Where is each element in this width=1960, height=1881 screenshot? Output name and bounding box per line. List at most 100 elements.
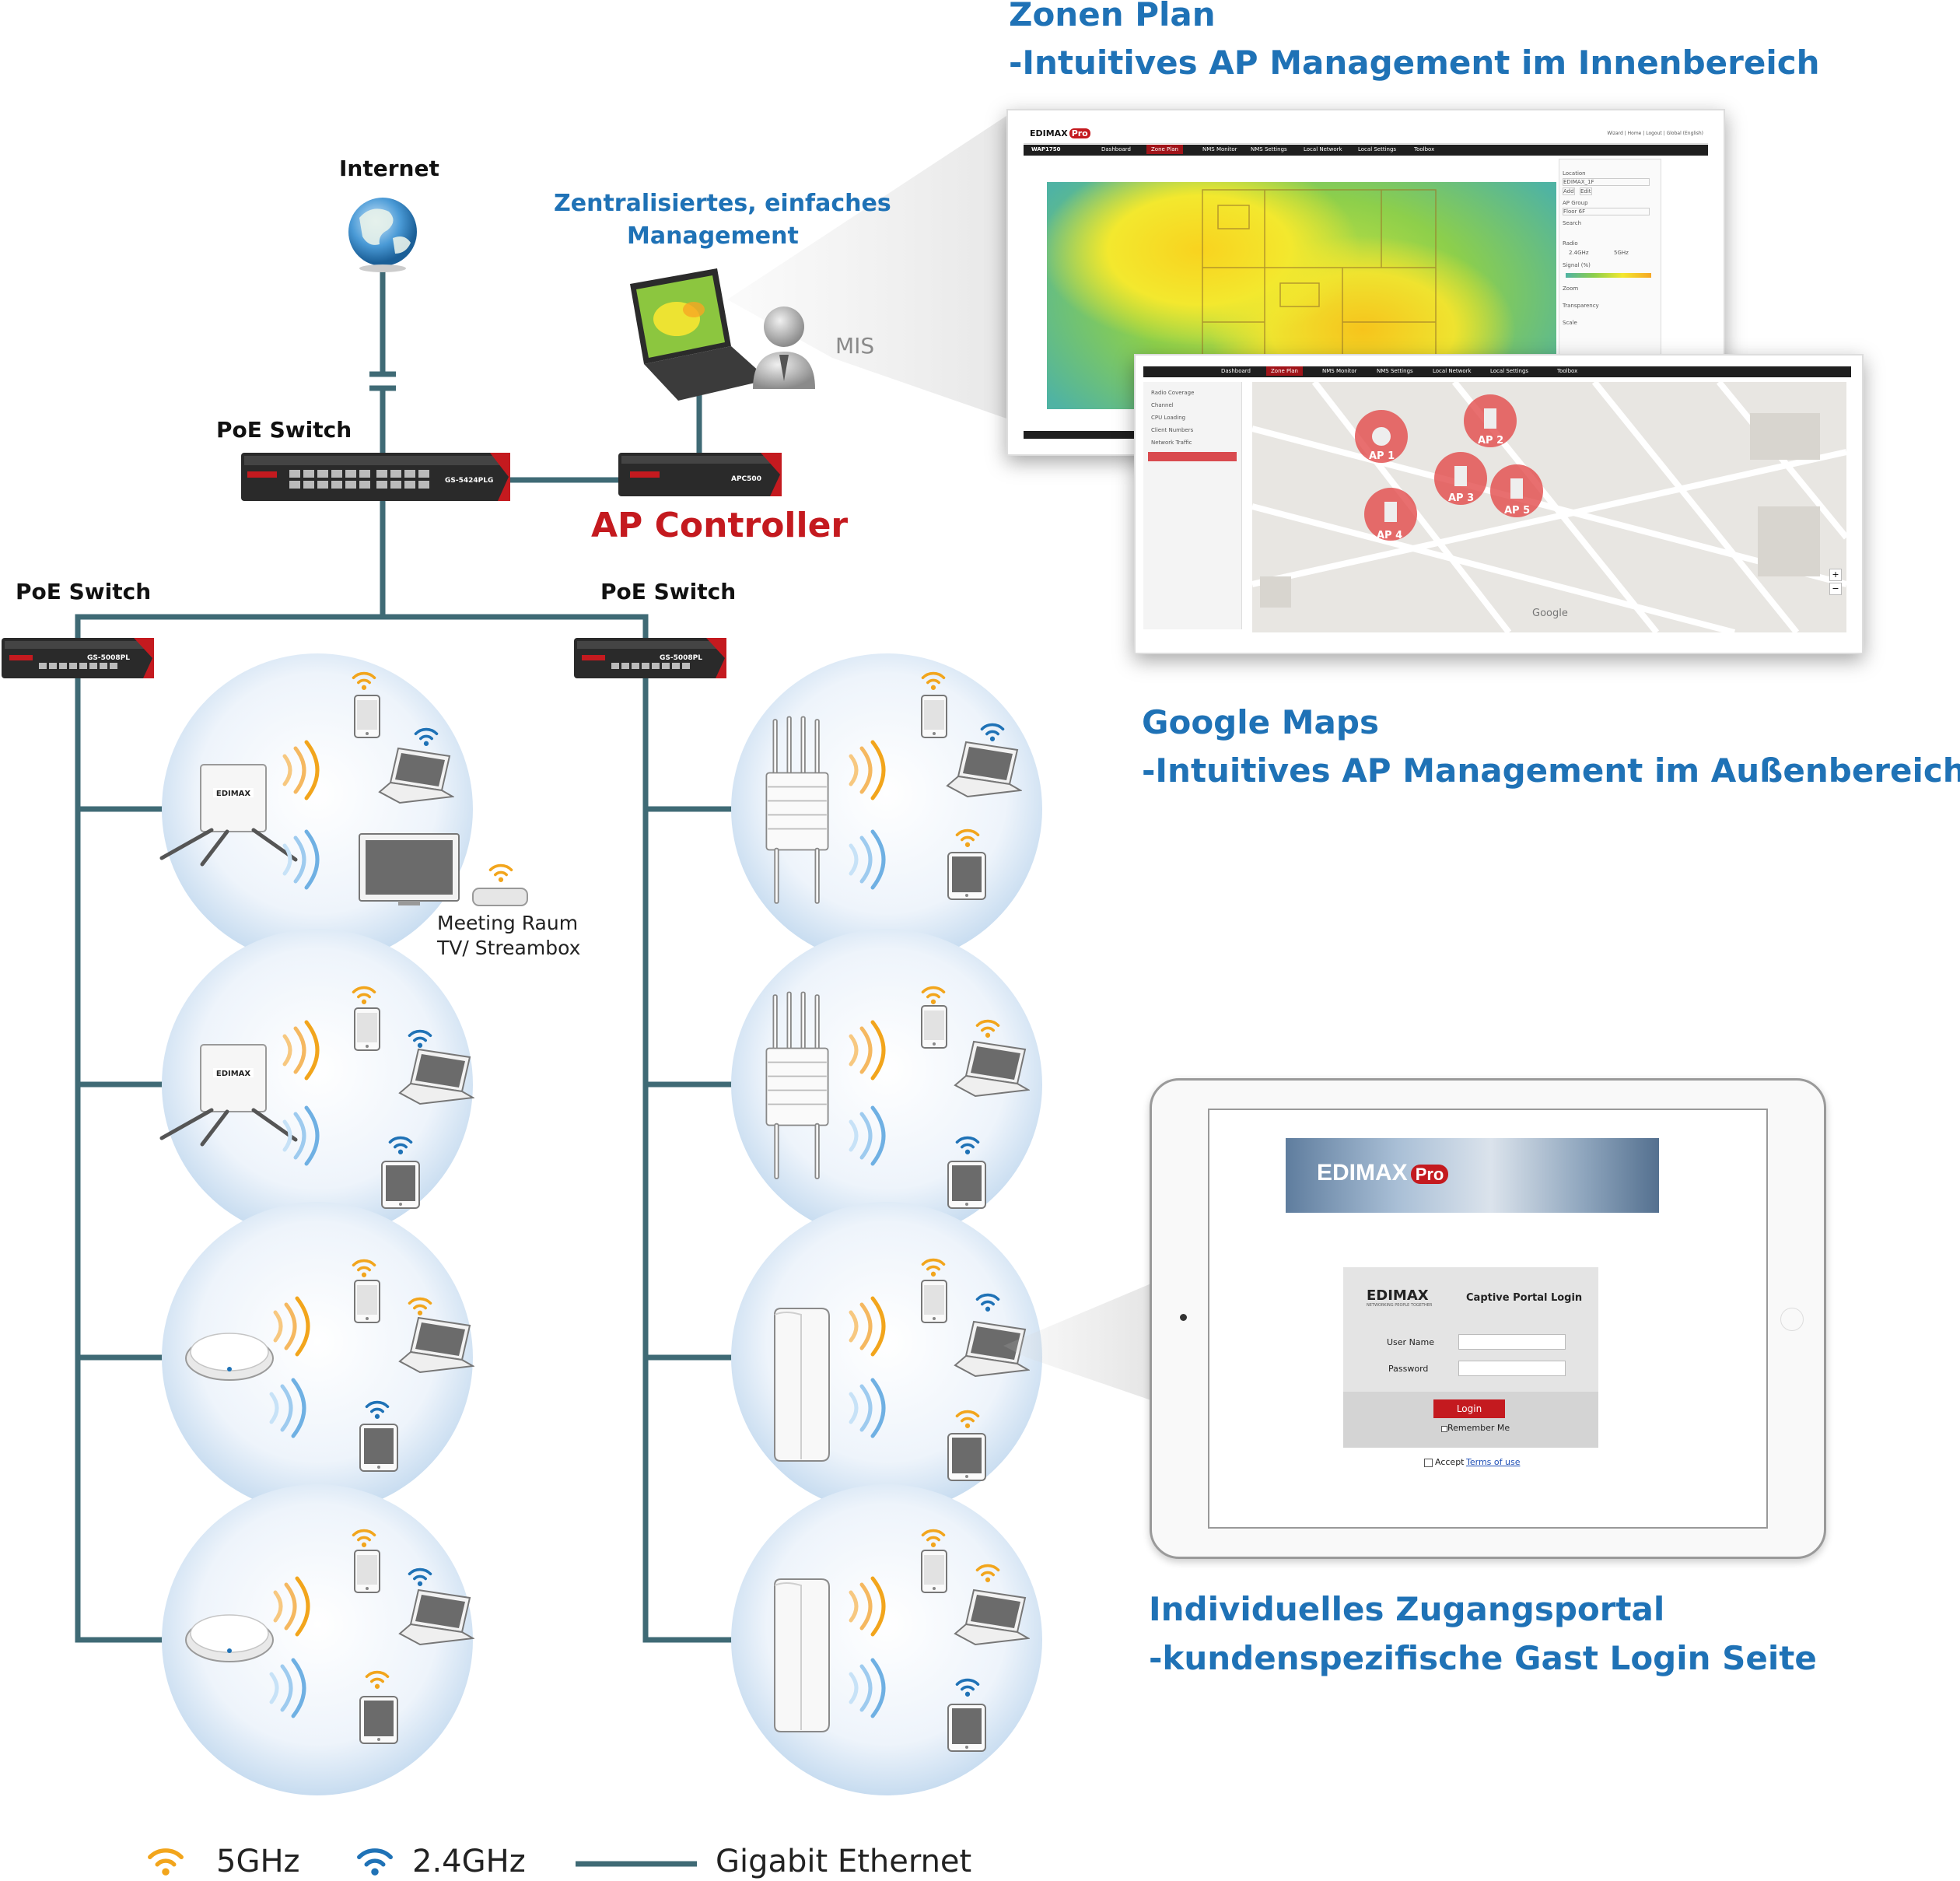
map-sidebar: Radio Coverage Channel CPU Loading Clien…: [1143, 382, 1242, 629]
tablet-camera-icon: [1180, 1314, 1187, 1321]
ap-markers: [1355, 394, 1543, 541]
map-side-traffic[interactable]: Network Traffic: [1151, 440, 1192, 446]
zone-signal-bar: [1566, 273, 1651, 278]
zone-menu-toolbox[interactable]: Toolbox: [1414, 146, 1435, 152]
ap-controller-label: AP Controller: [591, 506, 849, 545]
legend-24ghz-icon: [359, 1851, 391, 1876]
portal-beam: [1003, 1284, 1151, 1400]
zone-panel-transparency: Transparency: [1563, 303, 1599, 309]
switch-model-right: GS-5008PL: [660, 654, 702, 662]
zone-panel-floor[interactable]: Floor 6F: [1563, 208, 1650, 215]
zone-panel-ap-group: AP Group: [1563, 200, 1588, 206]
portal-subtitle: -kundenspezifische Gast Login Seite: [1149, 1639, 1817, 1677]
map-menu-local-network[interactable]: Local Network: [1433, 368, 1472, 374]
google-maps-screenshot: Dashboard Zone Plan NMS Monitor NMS Sett…: [1134, 354, 1864, 654]
google-maps-title: Google Maps: [1142, 703, 1379, 741]
poe-switch-right-label: PoE Switch: [600, 579, 737, 604]
map-side-clients[interactable]: Client Numbers: [1151, 427, 1194, 433]
legend-5ghz-label: 5GHz: [216, 1844, 300, 1879]
zone-menu-dashboard[interactable]: Dashboard: [1101, 146, 1131, 152]
zone-panel-signal: Signal (%): [1563, 262, 1591, 268]
switch-model-top: GS-5424PLG: [445, 477, 493, 485]
zone-panel-location: Location: [1563, 170, 1586, 177]
map-side-active[interactable]: [1148, 452, 1237, 461]
zone-panel-location-value[interactable]: EDIMAX_1F: [1563, 178, 1650, 186]
zone-menubar: WAP1750 Dashboard Zone Plan NMS Monitor …: [1024, 145, 1708, 156]
portal-remember-checkbox[interactable]: [1441, 1426, 1447, 1432]
map-menu-local-settings[interactable]: Local Settings: [1490, 368, 1529, 374]
poe-switch-left-label: PoE Switch: [16, 579, 152, 604]
map-menu-nms-monitor[interactable]: NMS Monitor: [1322, 368, 1357, 374]
mis-label: MIS: [835, 333, 875, 359]
zone-panel-24ghz[interactable]: 2.4GHz: [1569, 250, 1589, 256]
zone-panel-5ghz[interactable]: 5GHz: [1614, 250, 1629, 256]
poe-switch-top-icon: GS-5424PLG: [241, 453, 510, 501]
portal-terms-link[interactable]: Terms of use: [1466, 1457, 1521, 1467]
internet-label: Internet: [339, 156, 439, 181]
zonen-plan-subtitle: -Intuitives AP Management im Innenbereic…: [1009, 44, 1820, 82]
map-side-channel[interactable]: Channel: [1151, 402, 1174, 408]
legend-5ghz-icon: [150, 1851, 182, 1876]
zone-menu-local-settings[interactable]: Local Settings: [1358, 146, 1397, 152]
google-maps-subtitle: -Intuitives AP Management im Außenbereic…: [1142, 751, 1960, 790]
mis-user-icon: [753, 306, 815, 389]
portal-login-box: EDIMAX NETWORKING PEOPLE TOGETHER Captiv…: [1343, 1267, 1598, 1448]
map-menu-toolbox[interactable]: Toolbox: [1557, 368, 1578, 374]
poe-switch-top-label: PoE Switch: [216, 417, 352, 443]
ap-ceiling-1: [185, 1333, 274, 1381]
portal-accept-label: Accept: [1435, 1457, 1465, 1467]
poe-switch-right-icon: GS-5008PL: [574, 638, 726, 678]
zone-menu-nms-monitor[interactable]: NMS Monitor: [1202, 146, 1237, 152]
map-area[interactable]: AP 1 AP 2 AP 3 AP 4 AP 5 Google + −: [1251, 380, 1850, 636]
legend-24ghz-label: 2.4GHz: [412, 1844, 526, 1879]
map-side-cpu[interactable]: CPU Loading: [1151, 415, 1186, 421]
tablet-home-button[interactable]: [1780, 1308, 1804, 1331]
portal-username-input[interactable]: [1458, 1334, 1566, 1350]
zone-menu-nms-settings[interactable]: NMS Settings: [1251, 146, 1287, 152]
map-side-radio[interactable]: Radio Coverage: [1151, 390, 1195, 396]
central-mgmt-line2: Management: [627, 222, 799, 250]
tv-icon: [359, 833, 460, 905]
zone-top-right: Wizard | Home | Logout | Global (English…: [1607, 131, 1703, 136]
portal-title: Individuelles Zugangsportal: [1149, 1590, 1665, 1628]
streambox-icon: [472, 888, 528, 906]
legend: [150, 1851, 697, 1876]
portal-small-logo-tag: NETWORKING PEOPLE TOGETHER: [1367, 1303, 1433, 1308]
portal-user-label: User Name: [1387, 1337, 1435, 1347]
legend-ethernet-label: Gigabit Ethernet: [716, 1844, 972, 1879]
streambox-label: TV/ Streambox: [437, 937, 581, 959]
poe-switch-left-icon: GS-5008PL: [2, 638, 154, 678]
map-menu-dashboard[interactable]: Dashboard: [1221, 368, 1251, 374]
coverage-bubbles: [162, 653, 1042, 1795]
ap-label-4: AP 4: [1377, 530, 1403, 541]
portal-remember-label: Remember Me: [1447, 1423, 1510, 1433]
zonen-plan-title: Zonen Plan: [1009, 0, 1216, 33]
zone-menu-local-network[interactable]: Local Network: [1304, 146, 1342, 152]
portal-login-button[interactable]: Login: [1433, 1399, 1505, 1418]
ap-label-5: AP 5: [1504, 505, 1531, 517]
portal-heading: Captive Portal Login: [1466, 1292, 1583, 1304]
map-menubar: Dashboard Zone Plan NMS Monitor NMS Sett…: [1143, 366, 1851, 377]
street-grid: [1251, 380, 1850, 636]
zone-panel-add[interactable]: Add: [1563, 187, 1575, 195]
mis-beam: [727, 113, 1011, 420]
ap-panel-2: [774, 1578, 830, 1732]
zone-model: WAP1750: [1031, 146, 1061, 152]
map-menu-nms-settings[interactable]: NMS Settings: [1377, 368, 1413, 374]
portal-accept-checkbox[interactable]: [1424, 1459, 1433, 1467]
zone-panel-zoom: Zoom: [1563, 285, 1579, 292]
map-zoom-out-button[interactable]: −: [1829, 583, 1842, 595]
portal-password-input[interactable]: [1458, 1361, 1566, 1376]
internet-globe-icon: [348, 198, 417, 272]
map-zoom-in-button[interactable]: +: [1829, 569, 1842, 581]
switch-model-left: GS-5008PL: [87, 654, 130, 662]
map-menu-zone-plan[interactable]: Zone Plan: [1266, 366, 1303, 376]
zone-panel-edit[interactable]: Edit: [1580, 187, 1592, 195]
ap-label-3: AP 3: [1448, 492, 1475, 504]
zone-panel-search: Search: [1563, 220, 1582, 226]
zone-menu-zone-plan[interactable]: Zone Plan: [1146, 145, 1183, 154]
